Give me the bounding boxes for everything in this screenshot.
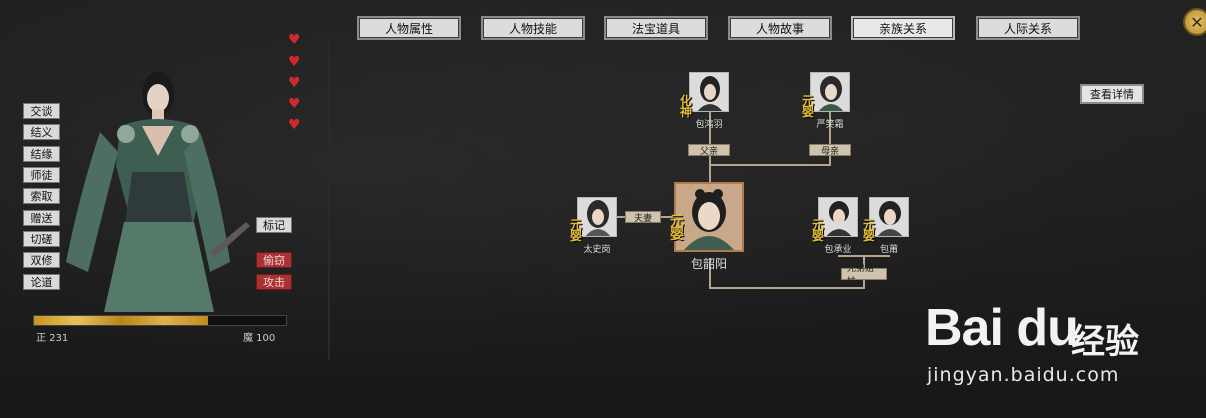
- connector-line: [709, 258, 711, 288]
- close-icon[interactable]: ✕: [1183, 8, 1206, 36]
- rank-seal-icon: 元婴: [670, 214, 684, 243]
- sibling-portrait[interactable]: [869, 197, 909, 237]
- panel-divider: [328, 40, 330, 360]
- mother-face-icon: [811, 73, 849, 111]
- morality-demonic-label: 魔 100: [243, 333, 276, 344]
- father-portrait[interactable]: [689, 72, 729, 112]
- tab-relations[interactable]: 人际关系: [976, 16, 1080, 40]
- connector-line: [709, 287, 865, 289]
- tab-treasures[interactable]: 法宝道具: [604, 16, 708, 40]
- mother-portrait[interactable]: [810, 72, 850, 112]
- sibling-portrait[interactable]: [818, 197, 858, 237]
- heart-icon: ♥: [288, 32, 301, 48]
- connector-line: [838, 255, 890, 257]
- father-name: 包鸿羽: [695, 120, 723, 130]
- connector-line: [829, 155, 831, 165]
- self-portrait[interactable]: [674, 182, 744, 252]
- watermark-brand: 经验: [1071, 322, 1139, 362]
- menu-master-button[interactable]: 师徒: [23, 167, 60, 183]
- rank-seal-icon: 元婴: [812, 218, 825, 243]
- menu-spar-button[interactable]: 切磋: [23, 231, 60, 247]
- spouse-name: 太史岗: [583, 245, 611, 255]
- tab-attributes[interactable]: 人物属性: [357, 16, 461, 40]
- father-relation-tag: 父亲: [688, 144, 730, 157]
- siblings-relation-tag: 兄弟姐妹: [841, 264, 887, 287]
- tab-story[interactable]: 人物故事: [728, 16, 832, 40]
- morality-righteous-label: 正 231: [36, 333, 69, 344]
- mark-button[interactable]: 标记: [256, 217, 292, 233]
- watermark-logo: Bai du: [925, 299, 1079, 357]
- connector-line: [709, 112, 711, 144]
- menu-sworn-button[interactable]: 结义: [23, 124, 60, 140]
- heart-icon: ♥: [288, 96, 301, 112]
- sibling-name: 包莆: [879, 245, 898, 255]
- menu-request-button[interactable]: 索取: [23, 188, 60, 204]
- menu-marry-button[interactable]: 结缘: [23, 146, 60, 162]
- self-name: 包韶阳: [690, 257, 727, 271]
- spouse-portrait[interactable]: [577, 197, 617, 237]
- heart-icon: ♥: [288, 54, 301, 70]
- menu-dual-button[interactable]: 双修: [23, 252, 60, 268]
- menu-discuss-button[interactable]: 论道: [23, 274, 60, 290]
- tab-skills[interactable]: 人物技能: [481, 16, 585, 40]
- mother-relation-tag: 母亲: [809, 144, 851, 157]
- spouse-face-icon: [578, 198, 616, 236]
- rank-seal-icon: 元婴: [570, 218, 583, 243]
- heart-icon: ♥: [288, 75, 301, 91]
- mother-name: 严笑霜: [816, 120, 844, 130]
- sibling-face-icon: [870, 198, 908, 236]
- sibling-face-icon: [819, 198, 857, 236]
- spouse-relation-tag: 夫妻: [625, 211, 661, 224]
- view-details-button[interactable]: 查看详情: [1080, 84, 1144, 104]
- tab-family[interactable]: 亲族关系: [851, 16, 955, 40]
- baidu-watermark: Bai du 经验 jingyan.baidu.com: [925, 290, 1195, 400]
- rank-seal-icon: 元婴: [802, 94, 815, 119]
- heart-icon: ♥: [288, 117, 301, 133]
- connector-line: [709, 164, 711, 182]
- watermark-url: jingyan.baidu.com: [927, 364, 1120, 386]
- connector-line: [829, 112, 831, 144]
- self-face-icon: [676, 184, 742, 250]
- sibling-name: 包承业: [824, 245, 852, 255]
- rank-seal-icon: 元婴: [863, 218, 876, 243]
- morality-bar-fill: [34, 316, 208, 325]
- menu-gift-button[interactable]: 赠送: [23, 210, 60, 226]
- father-face-icon: [690, 73, 728, 111]
- connector-line: [709, 164, 831, 166]
- attack-button[interactable]: 攻击: [256, 274, 292, 290]
- steal-button[interactable]: 偷窃: [256, 252, 292, 268]
- menu-talk-button[interactable]: 交谈: [23, 103, 60, 119]
- character-portrait: [66, 62, 250, 312]
- connector-line: [709, 155, 711, 165]
- morality-bar: [33, 315, 287, 326]
- rank-seal-icon: 化神: [680, 94, 693, 119]
